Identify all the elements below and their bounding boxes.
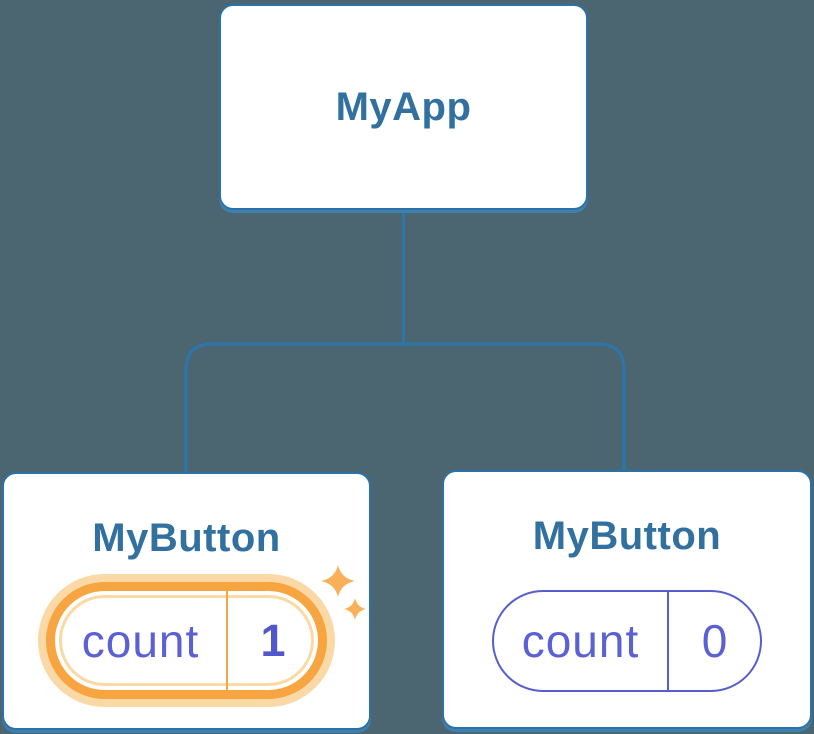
state-pill: count 0 xyxy=(492,590,762,692)
state-pill-value-segment: 0 xyxy=(669,592,760,690)
button-node-highlighted: MyButton count 1 xyxy=(2,472,371,730)
button-node-title: MyButton xyxy=(532,514,722,558)
count-label: count xyxy=(521,615,640,667)
count-value: 1 xyxy=(260,614,286,666)
count-value: 0 xyxy=(701,615,728,667)
app-node: MyApp xyxy=(219,4,588,210)
count-label: count xyxy=(81,614,200,667)
app-node-title: MyApp xyxy=(335,85,472,129)
state-pill-value-segment: 1 xyxy=(228,591,318,690)
button-node: MyButton count 0 xyxy=(442,470,812,729)
sparkles-icon xyxy=(321,565,366,620)
button-node-title: MyButton xyxy=(92,516,281,560)
state-pill-label-segment: count xyxy=(494,592,669,690)
state-pill-label-segment: count xyxy=(55,591,228,690)
state-pill-highlighted: count 1 xyxy=(46,582,327,699)
